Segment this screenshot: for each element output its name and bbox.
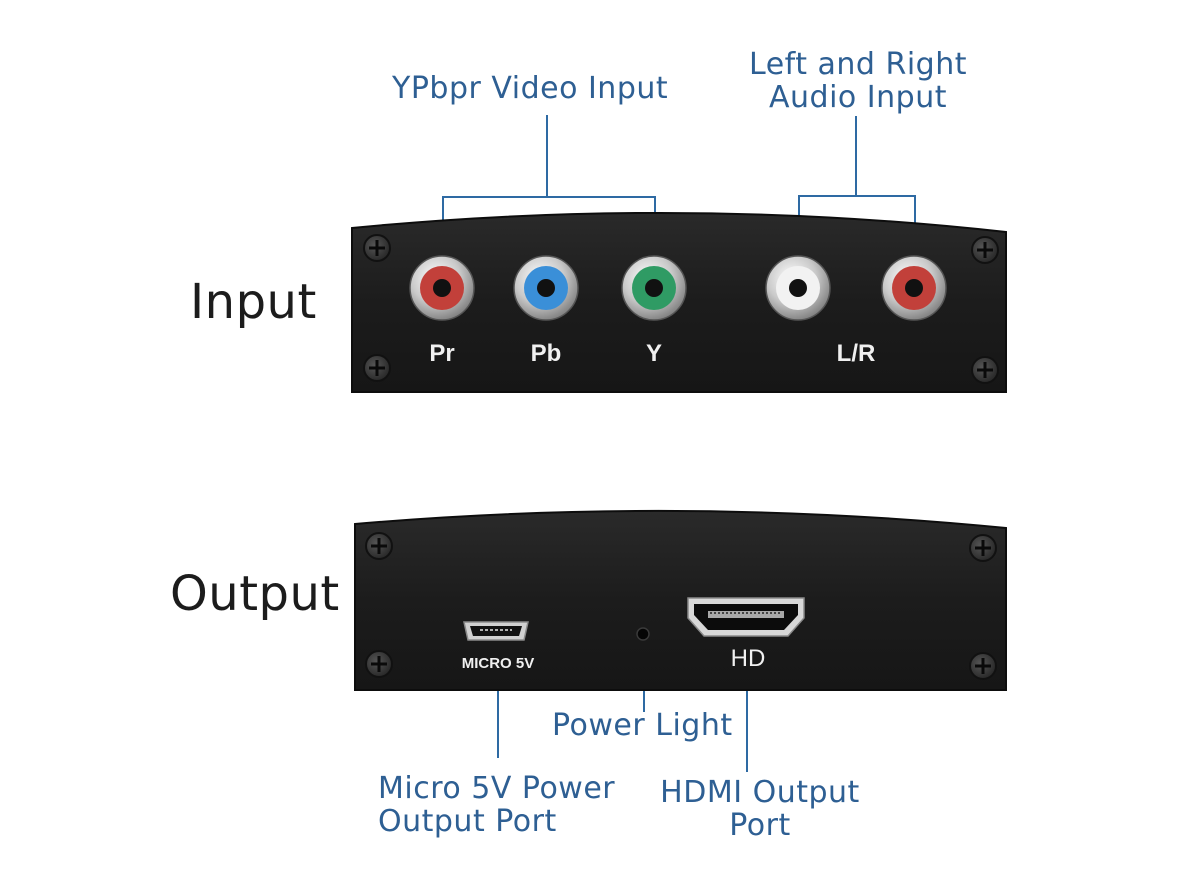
rca-jack-pb-icon <box>513 255 579 321</box>
hdmi-port-icon <box>687 597 805 637</box>
screw-icon <box>365 650 393 678</box>
port-label-hd: HD <box>730 645 766 672</box>
screw-icon <box>363 354 391 382</box>
micro-usb-port-icon <box>463 621 529 641</box>
micro-port-label-line1: Micro 5V Power <box>378 771 616 806</box>
screw-icon <box>365 532 393 560</box>
hdmi-port-leader <box>746 680 748 772</box>
micro-port-leader <box>497 682 499 758</box>
port-label-lr: L/R <box>836 340 876 367</box>
audio-input-label: Left and Right Audio Input <box>740 48 976 114</box>
audio-input-label-line1: Left and Right <box>749 47 967 82</box>
ypbpr-leader-stem <box>546 115 548 197</box>
power-led-icon <box>636 627 650 641</box>
audio-input-label-line2: Audio Input <box>769 80 947 115</box>
audio-leader-bar <box>798 195 916 197</box>
micro-port-label-line2: Output Port <box>378 804 557 839</box>
rca-jack-audio-left-icon <box>765 255 831 321</box>
hdmi-port-label: HDMI Output Port <box>650 776 870 842</box>
port-label-pb: Pb <box>530 340 562 367</box>
hdmi-port-label-line2: Port <box>729 808 791 843</box>
rca-jack-audio-right-icon <box>881 255 947 321</box>
power-light-label: Power Light <box>552 708 733 743</box>
audio-leader-stem <box>855 116 857 196</box>
input-side-title: Input <box>190 274 317 330</box>
ypbpr-leader-bar <box>442 196 656 198</box>
port-label-micro-5v: MICRO 5V <box>461 655 535 672</box>
port-label-pr: Pr <box>429 340 455 367</box>
rca-jack-pr-icon <box>409 255 475 321</box>
screw-icon <box>969 534 997 562</box>
screw-icon <box>969 652 997 680</box>
screw-icon <box>971 356 999 384</box>
rca-jack-y-icon <box>621 255 687 321</box>
screw-icon <box>971 236 999 264</box>
output-side-title: Output <box>170 566 340 622</box>
port-label-y: Y <box>645 340 662 367</box>
ypbpr-video-input-label: YPbpr Video Input <box>392 71 669 106</box>
screw-icon <box>363 234 391 262</box>
output-device-panel <box>354 509 1007 691</box>
hdmi-port-label-line1: HDMI Output <box>660 775 860 810</box>
micro-port-label: Micro 5V Power Output Port <box>378 772 615 838</box>
